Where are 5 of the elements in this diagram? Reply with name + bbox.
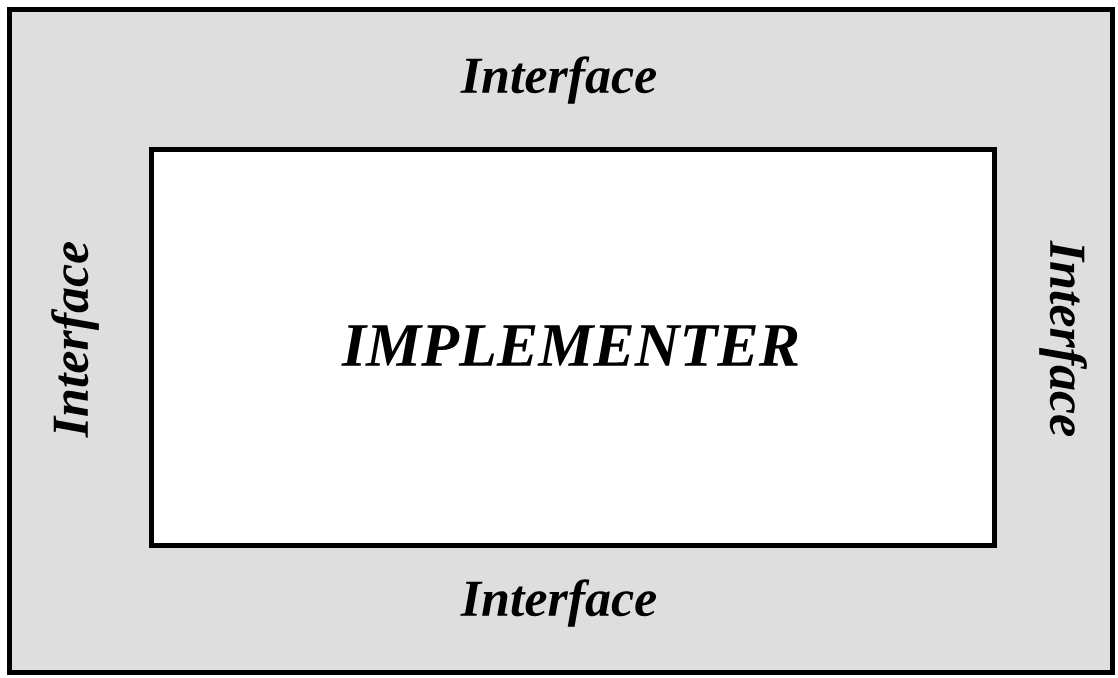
- interface-label: Interface: [1039, 240, 1087, 437]
- interface-label: Interface: [460, 579, 657, 627]
- implementer-label: IMPLEMENTER: [341, 325, 798, 366]
- interface-label: Interface: [51, 241, 99, 438]
- interface-label: Interface: [460, 56, 657, 104]
